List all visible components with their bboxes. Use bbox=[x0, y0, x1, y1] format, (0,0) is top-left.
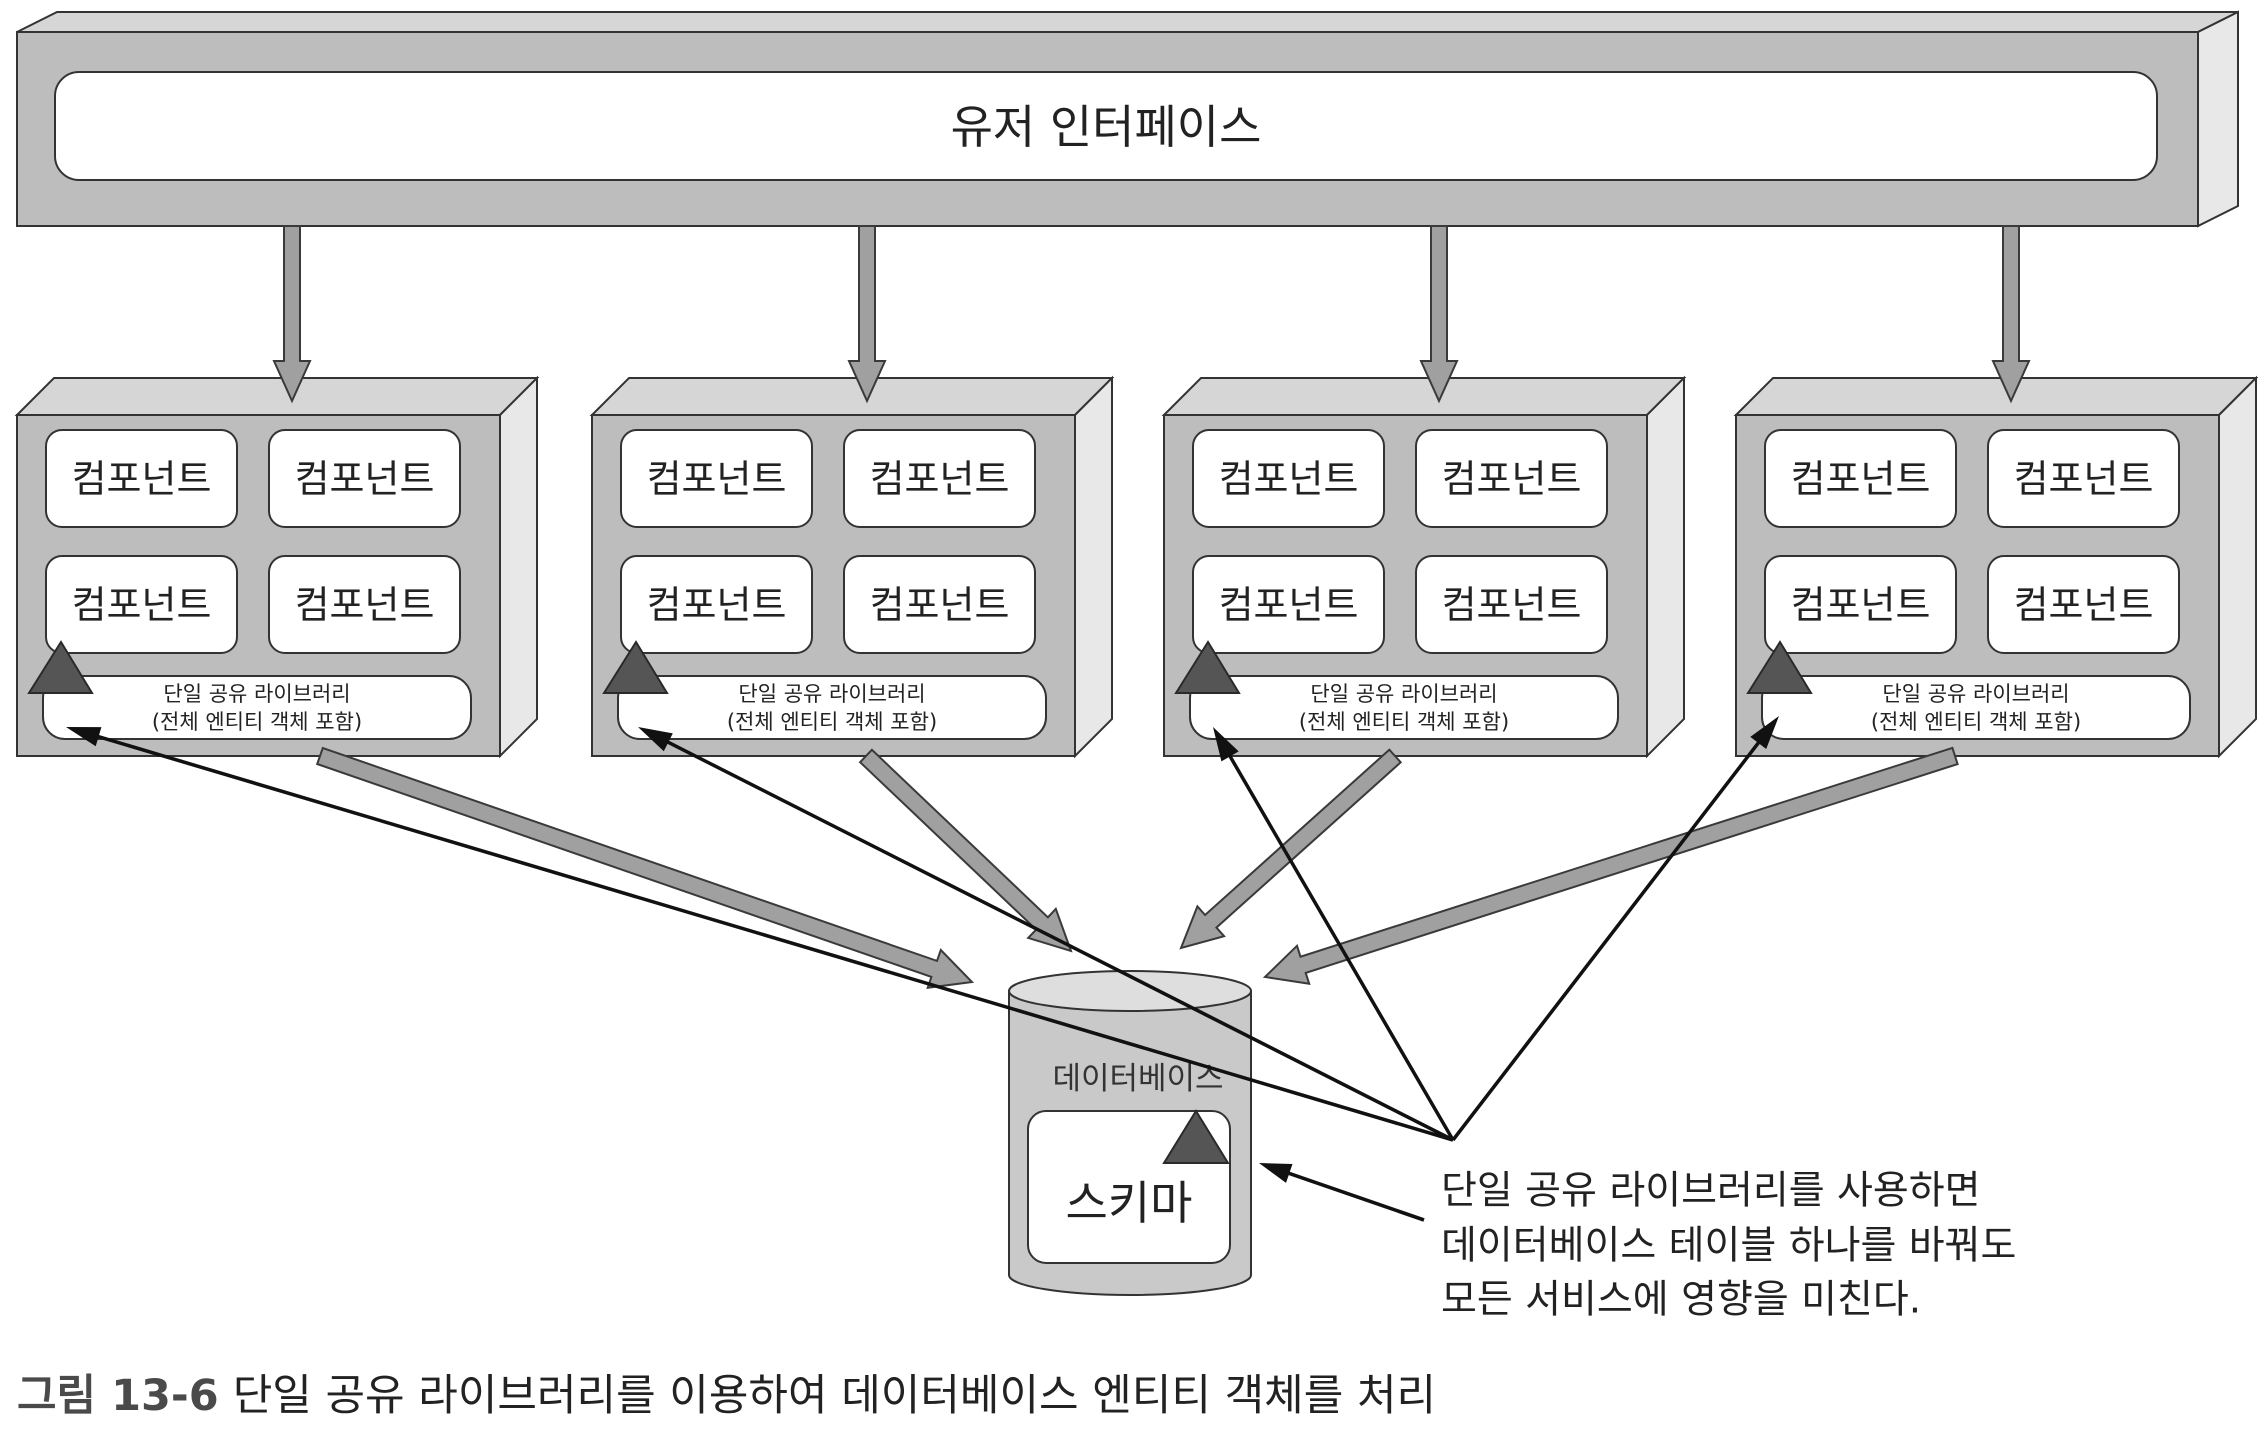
service-box-3: 컴포넌트 컴포넌트 컴포넌트 컴포넌트 단일 공유 라이브러리 (전체 엔티티 … bbox=[1161, 375, 1687, 759]
schema-label: 스키마 bbox=[1066, 1176, 1193, 1230]
library-dependency-arrows bbox=[66, 716, 1779, 1222]
component-card bbox=[843, 429, 1036, 528]
service-box-top-face bbox=[589, 377, 1115, 416]
service-box-top-face bbox=[1733, 377, 2259, 416]
service-box-2: 컴포넌트 컴포넌트 컴포넌트 컴포넌트 단일 공유 라이브러리 (전체 엔티티 … bbox=[589, 375, 1115, 759]
component-label: 컴포넌트 bbox=[2014, 457, 2154, 501]
shared-entity-marker-icon bbox=[1162, 1109, 1230, 1164]
component-card bbox=[268, 555, 461, 654]
shared-library-title: 단일 공유 라이브러리 bbox=[1882, 682, 2069, 706]
shared-library-subtitle: (전체 엔티티 객체 포함) bbox=[1299, 710, 1509, 734]
database-top bbox=[1008, 970, 1252, 1012]
ui-to-service-arrow bbox=[272, 225, 312, 404]
service-box-top-face bbox=[14, 377, 540, 416]
shared-library-panel bbox=[617, 675, 1047, 740]
shared-entity-marker-icon bbox=[1746, 640, 1813, 694]
database-cylinder: 데이터베이스 스키마 bbox=[1008, 970, 1252, 1296]
component-card bbox=[268, 429, 461, 528]
shared-entity-marker-icon bbox=[27, 640, 94, 694]
component-label: 컴포넌트 bbox=[2014, 583, 2154, 627]
component-label: 컴포넌트 bbox=[1791, 583, 1931, 627]
library-dependency-arrow bbox=[1451, 716, 1779, 1142]
component-label: 컴포넌트 bbox=[1442, 457, 1582, 501]
ui-to-service-arrows bbox=[272, 225, 2031, 404]
service-box-side-face bbox=[499, 375, 538, 759]
shared-library-title: 단일 공유 라이브러리 bbox=[163, 682, 350, 706]
figure-title: 단일 공유 라이브러리를 이용하여 데이터베이스 엔티티 객체를 처리 bbox=[233, 1371, 1436, 1421]
service-box-side-face bbox=[2218, 375, 2257, 759]
service-box-4: 컴포넌트 컴포넌트 컴포넌트 컴포넌트 단일 공유 라이브러리 (전체 엔티티 … bbox=[1733, 375, 2259, 759]
figure-caption: 그림 13-6 단일 공유 라이브러리를 이용하여 데이터베이스 엔티티 객체를 … bbox=[17, 1371, 1436, 1421]
component-label: 컴포넌트 bbox=[870, 583, 1010, 627]
library-dependency-arrow bbox=[1213, 727, 1455, 1141]
service-to-database-arrow bbox=[858, 748, 1073, 953]
figure-number: 그림 13-6 bbox=[17, 1371, 219, 1421]
service-box-top-face bbox=[1161, 377, 1687, 416]
component-label: 컴포넌트 bbox=[295, 457, 435, 501]
ui-to-service-arrow bbox=[1419, 225, 1459, 404]
component-card bbox=[1764, 555, 1957, 654]
component-card bbox=[1987, 429, 2180, 528]
library-dependency-arrow bbox=[638, 727, 1454, 1142]
shared-entity-marker-icon bbox=[602, 640, 669, 694]
service-to-database-arrow bbox=[1179, 748, 1403, 950]
service-box-side-face bbox=[1646, 375, 1685, 759]
component-card bbox=[1415, 429, 1608, 528]
service-box-side-face bbox=[1074, 375, 1113, 759]
shared-library-title: 단일 공유 라이브러리 bbox=[738, 682, 925, 706]
component-label: 컴포넌트 bbox=[1219, 457, 1359, 501]
service-to-database-arrows bbox=[315, 746, 1959, 990]
component-card bbox=[45, 555, 238, 654]
ui-layer-top-face bbox=[16, 11, 2239, 33]
component-label: 컴포넌트 bbox=[1791, 457, 1931, 501]
shared-library-subtitle: (전체 엔티티 객체 포함) bbox=[727, 710, 937, 734]
service-to-database-arrow bbox=[315, 746, 975, 990]
component-label: 컴포넌트 bbox=[647, 583, 787, 627]
ui-layer-panel bbox=[54, 71, 2158, 181]
note-line: 모든 서비스에 영향을 미친다. bbox=[1441, 1278, 1921, 1323]
component-card bbox=[1192, 429, 1385, 528]
component-card bbox=[1764, 429, 1957, 528]
component-card bbox=[620, 555, 813, 654]
impact-note: 단일 공유 라이브러리를 사용하면 데이터베이스 테이블 하나를 바꿔도 모든 … bbox=[1441, 1169, 2016, 1323]
shared-library-title: 단일 공유 라이브러리 bbox=[1310, 682, 1497, 706]
component-label: 컴포넌트 bbox=[295, 583, 435, 627]
component-label: 컴포넌트 bbox=[1442, 583, 1582, 627]
component-card bbox=[45, 429, 238, 528]
ui-to-service-arrow bbox=[1991, 225, 2031, 404]
shared-library-subtitle: (전체 엔티티 객체 포함) bbox=[1871, 710, 2081, 734]
shared-library-panel bbox=[1189, 675, 1619, 740]
library-dependency-arrow bbox=[66, 727, 1454, 1142]
shared-library-panel bbox=[42, 675, 472, 740]
component-card bbox=[1987, 555, 2180, 654]
component-label: 컴포넌트 bbox=[870, 457, 1010, 501]
note-line: 데이터베이스 테이블 하나를 바꿔도 bbox=[1441, 1224, 2016, 1269]
shared-library-subtitle: (전체 엔티티 객체 포함) bbox=[152, 710, 362, 734]
component-label: 컴포넌트 bbox=[647, 457, 787, 501]
component-label: 컴포넌트 bbox=[72, 457, 212, 501]
shared-entity-marker-icon bbox=[1174, 640, 1241, 694]
ui-layer-label: 유저 인터페이스 bbox=[951, 100, 1262, 154]
user-interface-layer: 유저 인터페이스 bbox=[16, 10, 2239, 228]
shared-library-panel bbox=[1761, 675, 2191, 740]
note-line: 단일 공유 라이브러리를 사용하면 bbox=[1441, 1169, 1981, 1214]
ui-to-service-arrow bbox=[847, 225, 887, 404]
note-pointer-arrow bbox=[1259, 1163, 1425, 1222]
component-label: 컴포넌트 bbox=[1219, 583, 1359, 627]
component-card bbox=[1415, 555, 1608, 654]
component-label: 컴포넌트 bbox=[72, 583, 212, 627]
service-box-1: 컴포넌트 컴포넌트 컴포넌트 컴포넌트 단일 공유 라이브러리 (전체 엔티티 … bbox=[14, 375, 540, 759]
service-to-database-arrow bbox=[1262, 746, 1959, 986]
component-card bbox=[843, 555, 1036, 654]
ui-layer-side-face bbox=[2197, 10, 2239, 228]
component-card bbox=[1192, 555, 1385, 654]
database-label: 데이터베이스 bbox=[1052, 1061, 1223, 1097]
component-card bbox=[620, 429, 813, 528]
